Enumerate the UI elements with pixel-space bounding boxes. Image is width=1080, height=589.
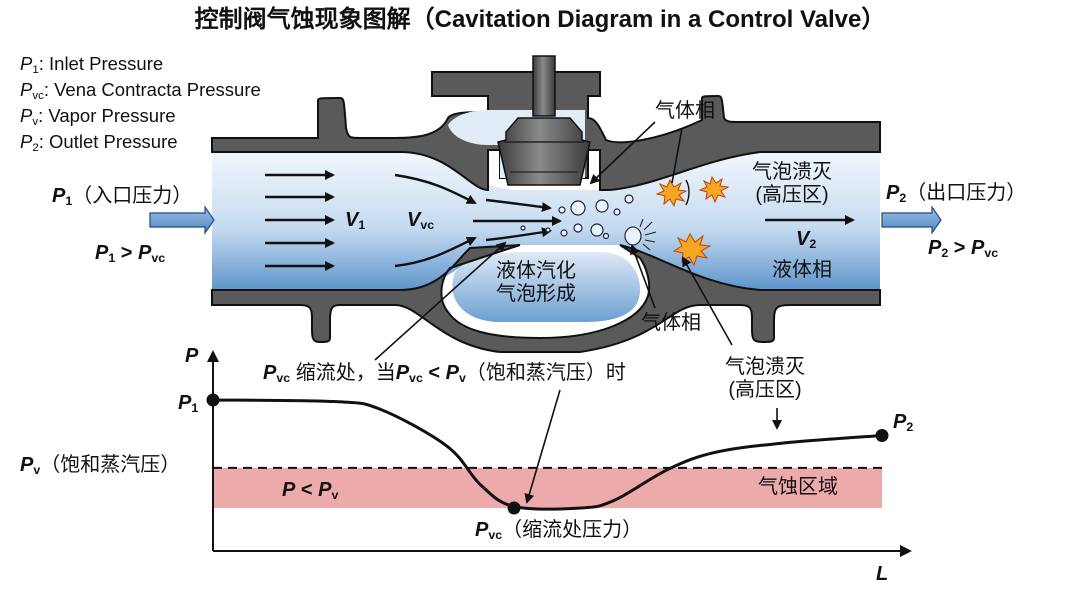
gas-phase-label-top: 气体相 (655, 100, 715, 122)
valve-stem (532, 55, 556, 117)
legend-item-pv: Pv: Vapor Pressure (20, 105, 176, 128)
vc-callout-arrow (524, 389, 561, 504)
velocity-v2: V2 (796, 228, 817, 252)
inlet-flow-arrows (265, 170, 562, 271)
vapor-bubbles (520, 194, 642, 246)
outlet-relation: P2 > Pvc (928, 237, 999, 261)
cavitation-zone-band (213, 467, 882, 508)
data-point-p1 (206, 393, 220, 407)
point-label-pvc: Pvc（缩流处压力） (475, 519, 643, 543)
inlet-relation: P1 > Pvc (95, 242, 166, 266)
legend-item-pvc: Pvc: Vena Contracta Pressure (20, 79, 261, 102)
collapse-label-bottom: 气泡溃灭(高压区) (725, 356, 805, 401)
velocity-vvc: Vvc (407, 209, 435, 233)
burst-icon (655, 178, 688, 208)
collapse-label-top: 气泡溃灭(高压区) (752, 161, 832, 206)
cavitation-condition-label: P < Pv (282, 479, 339, 503)
point-label-p1: P1 (178, 392, 199, 416)
legend-item-p1: P1: Inlet Pressure (20, 53, 164, 76)
vena-contracta-annotation: Pvc 缩流处，当Pvc < Pv（饱和蒸汽压）时 (263, 362, 626, 386)
pressure-curve (212, 398, 883, 511)
valve-body-lower (211, 244, 881, 353)
callout-lines (374, 121, 733, 361)
liquid-phase-label: 液体相 (772, 259, 832, 281)
lower-chamber-fluid (452, 252, 640, 322)
velocity-v1: V1 (345, 209, 366, 233)
gas-phase-label-bottom: 气体相 (641, 312, 701, 334)
inlet-pressure-label: P1（入口压力） (52, 185, 193, 209)
point-label-p2: P2 (893, 411, 914, 435)
data-point-p2 (875, 428, 889, 442)
outlet-pressure-label: P2（出口压力） (886, 182, 1027, 206)
data-point-pvc (507, 501, 521, 515)
inlet-arrow-icon (149, 205, 215, 235)
valve-plug (497, 117, 591, 186)
cavitation-zone-label: 气蚀区域 (758, 476, 838, 498)
outlet-arrow-icon (881, 205, 942, 235)
burst-icon (698, 175, 730, 204)
vaporization-label: 液体汽化气泡形成 (496, 260, 576, 305)
y-axis-label: P (185, 345, 199, 367)
x-axis-label: L (876, 563, 889, 585)
diagram-title: 控制阀气蚀现象图解（Cavitation Diagram in a Contro… (194, 6, 886, 33)
vapor-pressure-label: Pv（饱和蒸汽压） (20, 454, 181, 478)
bubble-burst-lines (639, 218, 657, 251)
legend-item-p2: P2: Outlet Pressure (20, 131, 178, 154)
